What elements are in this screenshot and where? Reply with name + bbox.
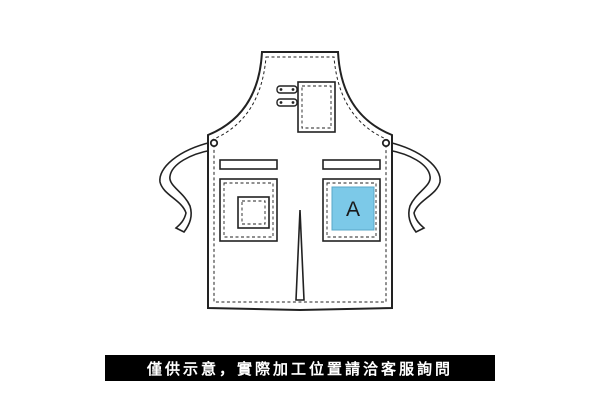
center-split [295,209,305,301]
bib-pocket [297,81,336,133]
apron-body-stitching [213,56,387,303]
left-pocket-flap [219,159,278,170]
left-waist-tie [159,140,213,234]
bib-loop-upper [276,85,298,94]
left-grommet-icon [209,138,219,148]
right-waist-tie [387,140,441,234]
disclaimer-caption: 僅供示意，實際加工位置請洽客服詢問 [105,355,495,381]
bib-loop-lower [276,98,298,107]
right-grommet-icon [381,138,391,148]
apron-body [207,51,393,312]
left-inner-pocket [237,196,270,229]
right-pocket-flap [322,159,381,170]
print-area-marker: A [346,198,360,221]
print-area-highlight [331,186,375,231]
